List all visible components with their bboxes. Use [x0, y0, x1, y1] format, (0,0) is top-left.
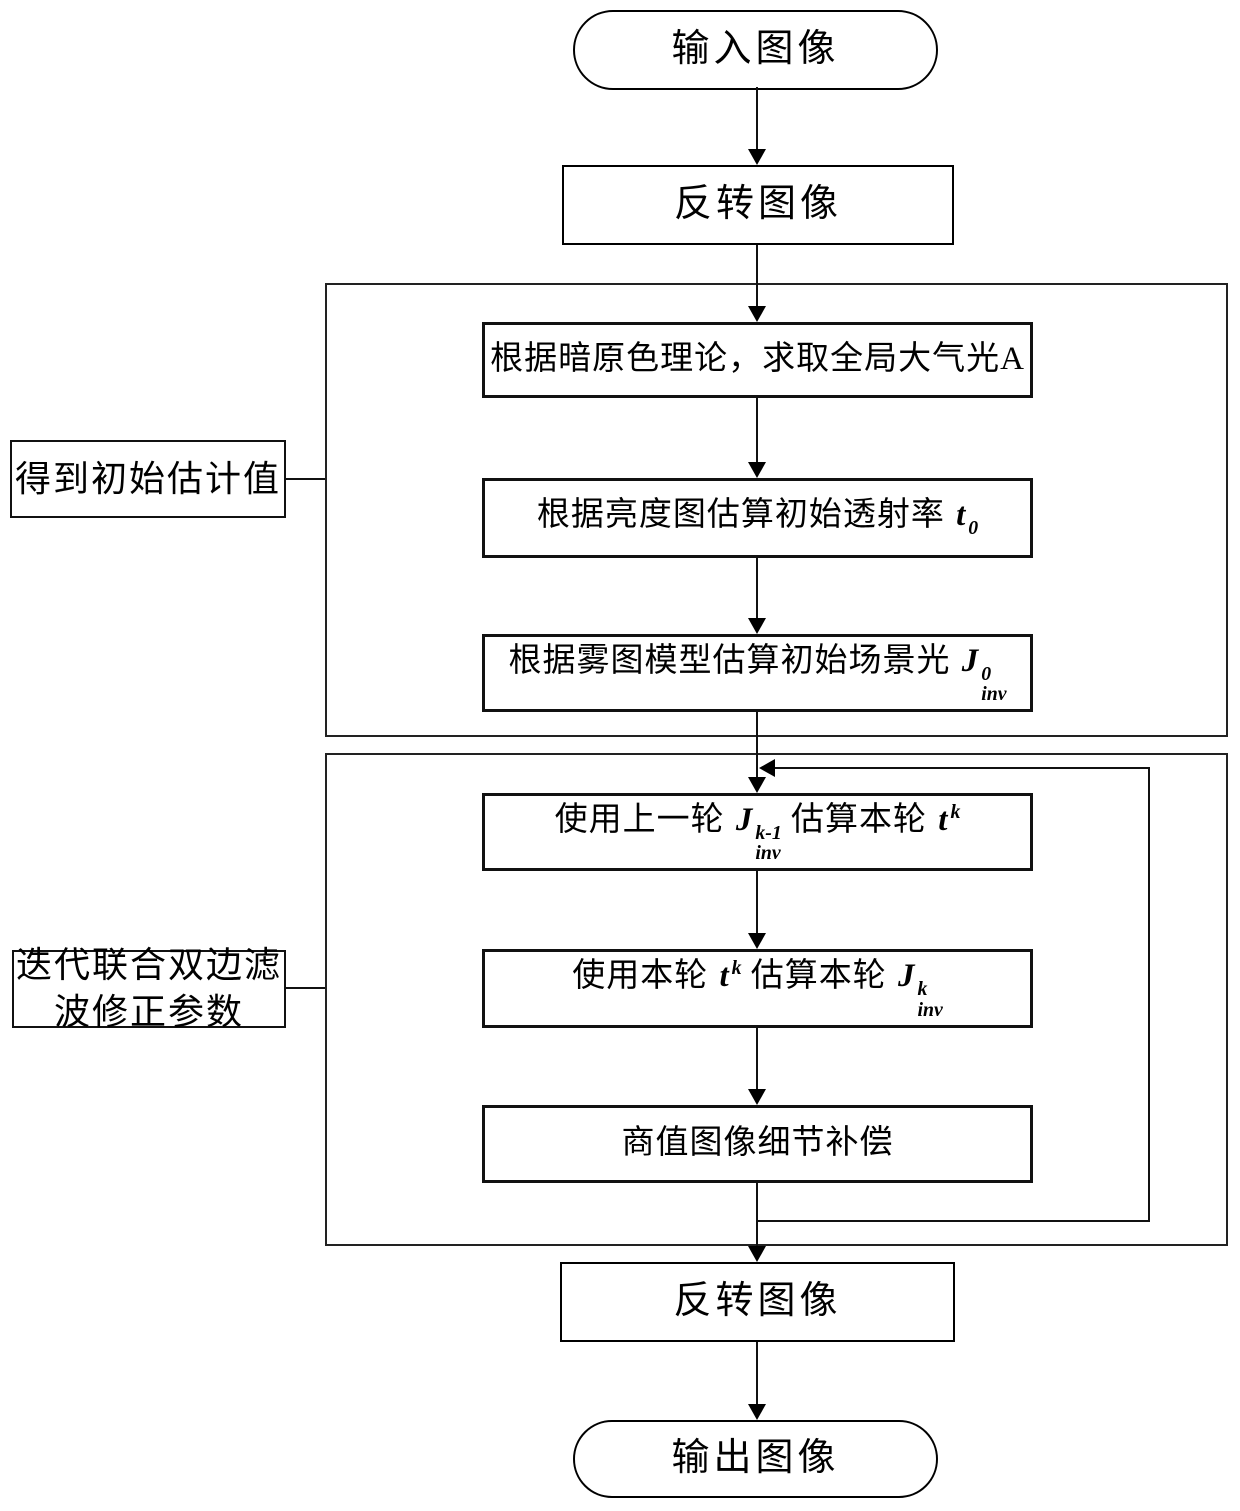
step-detail-label: 商值图像细节补偿 — [621, 1125, 894, 1162]
math-sup-k-1: k-1 — [755, 821, 782, 844]
step-atmospheric-text: 根据暗原色理论，求取全局大气光A — [490, 341, 1025, 378]
loop-right-line — [1148, 767, 1150, 1222]
step-estimate-j-prefix: 使用本轮 — [572, 958, 718, 995]
math-sub-inv2: inv — [917, 998, 943, 1021]
edge-detail-to-invert-bottom — [756, 1183, 758, 1249]
edge-atmospheric-to-transmission — [756, 398, 758, 465]
math-sup-k3: k — [917, 978, 928, 1001]
arrowhead-transmission — [748, 462, 766, 478]
step-transmission-prefix: 根据亮度图估算初始透射率 — [536, 497, 955, 534]
arrowhead-invert-bottom — [748, 1246, 766, 1262]
arrowhead-scene-light — [748, 618, 766, 634]
math-var-t0: t — [956, 497, 967, 534]
edge-estimate-t-to-estimate-j — [756, 871, 758, 936]
math-var-t-k2: t — [719, 958, 730, 995]
arrowhead-estimate-j — [748, 933, 766, 949]
edge-estimate-j-to-detail — [756, 1028, 758, 1092]
step-estimate-j-mid: 估算本轮 — [741, 958, 897, 995]
edge-invert-to-atmospheric — [756, 245, 758, 309]
math-sup-0: 0 — [981, 662, 992, 685]
label-initial-estimation: 得到初始估计值 — [10, 440, 286, 518]
loop-bottom-line — [756, 1220, 1150, 1222]
loop-top-line — [774, 767, 1150, 769]
math-var-J0: J — [961, 642, 980, 679]
math-sup-k2: k — [731, 957, 742, 980]
step-scene-light-prefix: 根据雾图模型估算初始场景光 — [508, 642, 960, 679]
label-iterative-filter: 迭代联合双边滤 波修正参数 — [12, 945, 286, 1032]
node-output-image-label: 输出图像 — [671, 1437, 840, 1480]
math-sub-0: 0 — [968, 517, 979, 540]
edge-invert-to-output — [756, 1342, 758, 1407]
math-var-J-k: J — [898, 958, 916, 995]
label-initial-estimation-text: 得到初始估计值 — [14, 458, 281, 499]
edge-input-to-invert — [756, 87, 758, 153]
node-invert-bottom-label: 反转图像 — [673, 1280, 842, 1323]
node-invert-image-top: 反转图像 — [562, 165, 954, 245]
math-sup-k: k — [950, 800, 961, 823]
arrowhead-detail — [748, 1089, 766, 1105]
math-sub-inv: inv — [755, 842, 781, 865]
math-sub-inv: inv — [981, 683, 1007, 706]
math-var-t-k: t — [938, 801, 949, 838]
math-var-J-prev: J — [735, 801, 754, 838]
node-input-image-label: 输入图像 — [671, 28, 840, 71]
node-step-detail-compensation: 商值图像细节补偿 — [482, 1105, 1033, 1183]
label-iterative-filter-line2: 波修正参数 — [53, 992, 244, 1032]
arrowhead-loop-feedback — [759, 759, 775, 777]
step-estimate-t-mid: 估算本轮 — [781, 801, 937, 838]
step-estimate-t-prefix: 使用上一轮 — [554, 801, 734, 838]
node-input-image: 输入图像 — [573, 10, 938, 90]
label-iterative-filter-line1: 迭代联合双边滤 — [15, 945, 282, 986]
node-invert-top-label: 反转图像 — [673, 183, 842, 226]
arrowhead-invert-top — [748, 149, 766, 165]
node-invert-image-bottom: 反转图像 — [560, 1262, 955, 1342]
node-output-image: 输出图像 — [573, 1420, 938, 1498]
edge-scene-light-to-estimate-t — [756, 712, 758, 781]
arrowhead-estimate-t — [748, 777, 766, 793]
arrowhead-output — [748, 1404, 766, 1420]
node-step-atmospheric-light: 根据暗原色理论，求取全局大气光A — [482, 322, 1033, 398]
arrowhead-atmospheric — [748, 306, 766, 322]
connector-initial-label — [285, 478, 325, 480]
edge-transmission-to-scene-light — [756, 558, 758, 621]
connector-iterative-label — [285, 987, 325, 989]
